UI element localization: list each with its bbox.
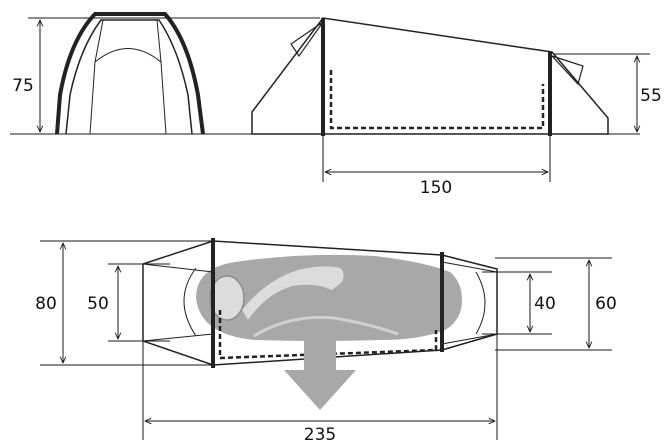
- total-length-label: 235: [304, 425, 336, 442]
- front-outer-hoop: [55, 12, 205, 135]
- front-inner-width-label: 50: [87, 294, 109, 314]
- sleeper-arm: [242, 266, 344, 320]
- front-vestibule-curve: [183, 267, 197, 337]
- rear-inner-width-label: 40: [534, 294, 556, 314]
- rear-width-label: 60: [595, 294, 617, 314]
- sleeper-head: [209, 275, 245, 321]
- floor-plan-view: 80 50 40 60 235: [33, 238, 620, 442]
- rear-vestibule-curve: [475, 271, 486, 335]
- rear-vestibule-guy-bottom: [441, 333, 498, 345]
- side-front-vent: [290, 21, 324, 58]
- side-fly-outline: [251, 17, 609, 135]
- inner-length-label: 150: [420, 178, 452, 198]
- sleeper-leg-curve: [253, 315, 399, 338]
- front-vestibule-guy-bottom: [142, 333, 214, 342]
- front-width-label: 80: [35, 294, 57, 314]
- sleeper-body: [196, 254, 462, 341]
- side-view: 150 55: [251, 17, 664, 198]
- entrance-arrow: [284, 340, 356, 410]
- front-door-outline: [89, 19, 167, 135]
- front-view: 75: [8, 12, 320, 135]
- side-inner-tent-floor: [329, 70, 545, 130]
- front-vestibule-guy-top: [142, 263, 214, 273]
- rear-height-label: 55: [640, 86, 662, 106]
- front-inner-hoop: [65, 19, 193, 135]
- rear-vestibule-guy-top: [441, 261, 498, 273]
- front-height-label: 75: [12, 76, 34, 96]
- side-rear-vent: [549, 54, 584, 86]
- front-door-arch: [94, 48, 162, 63]
